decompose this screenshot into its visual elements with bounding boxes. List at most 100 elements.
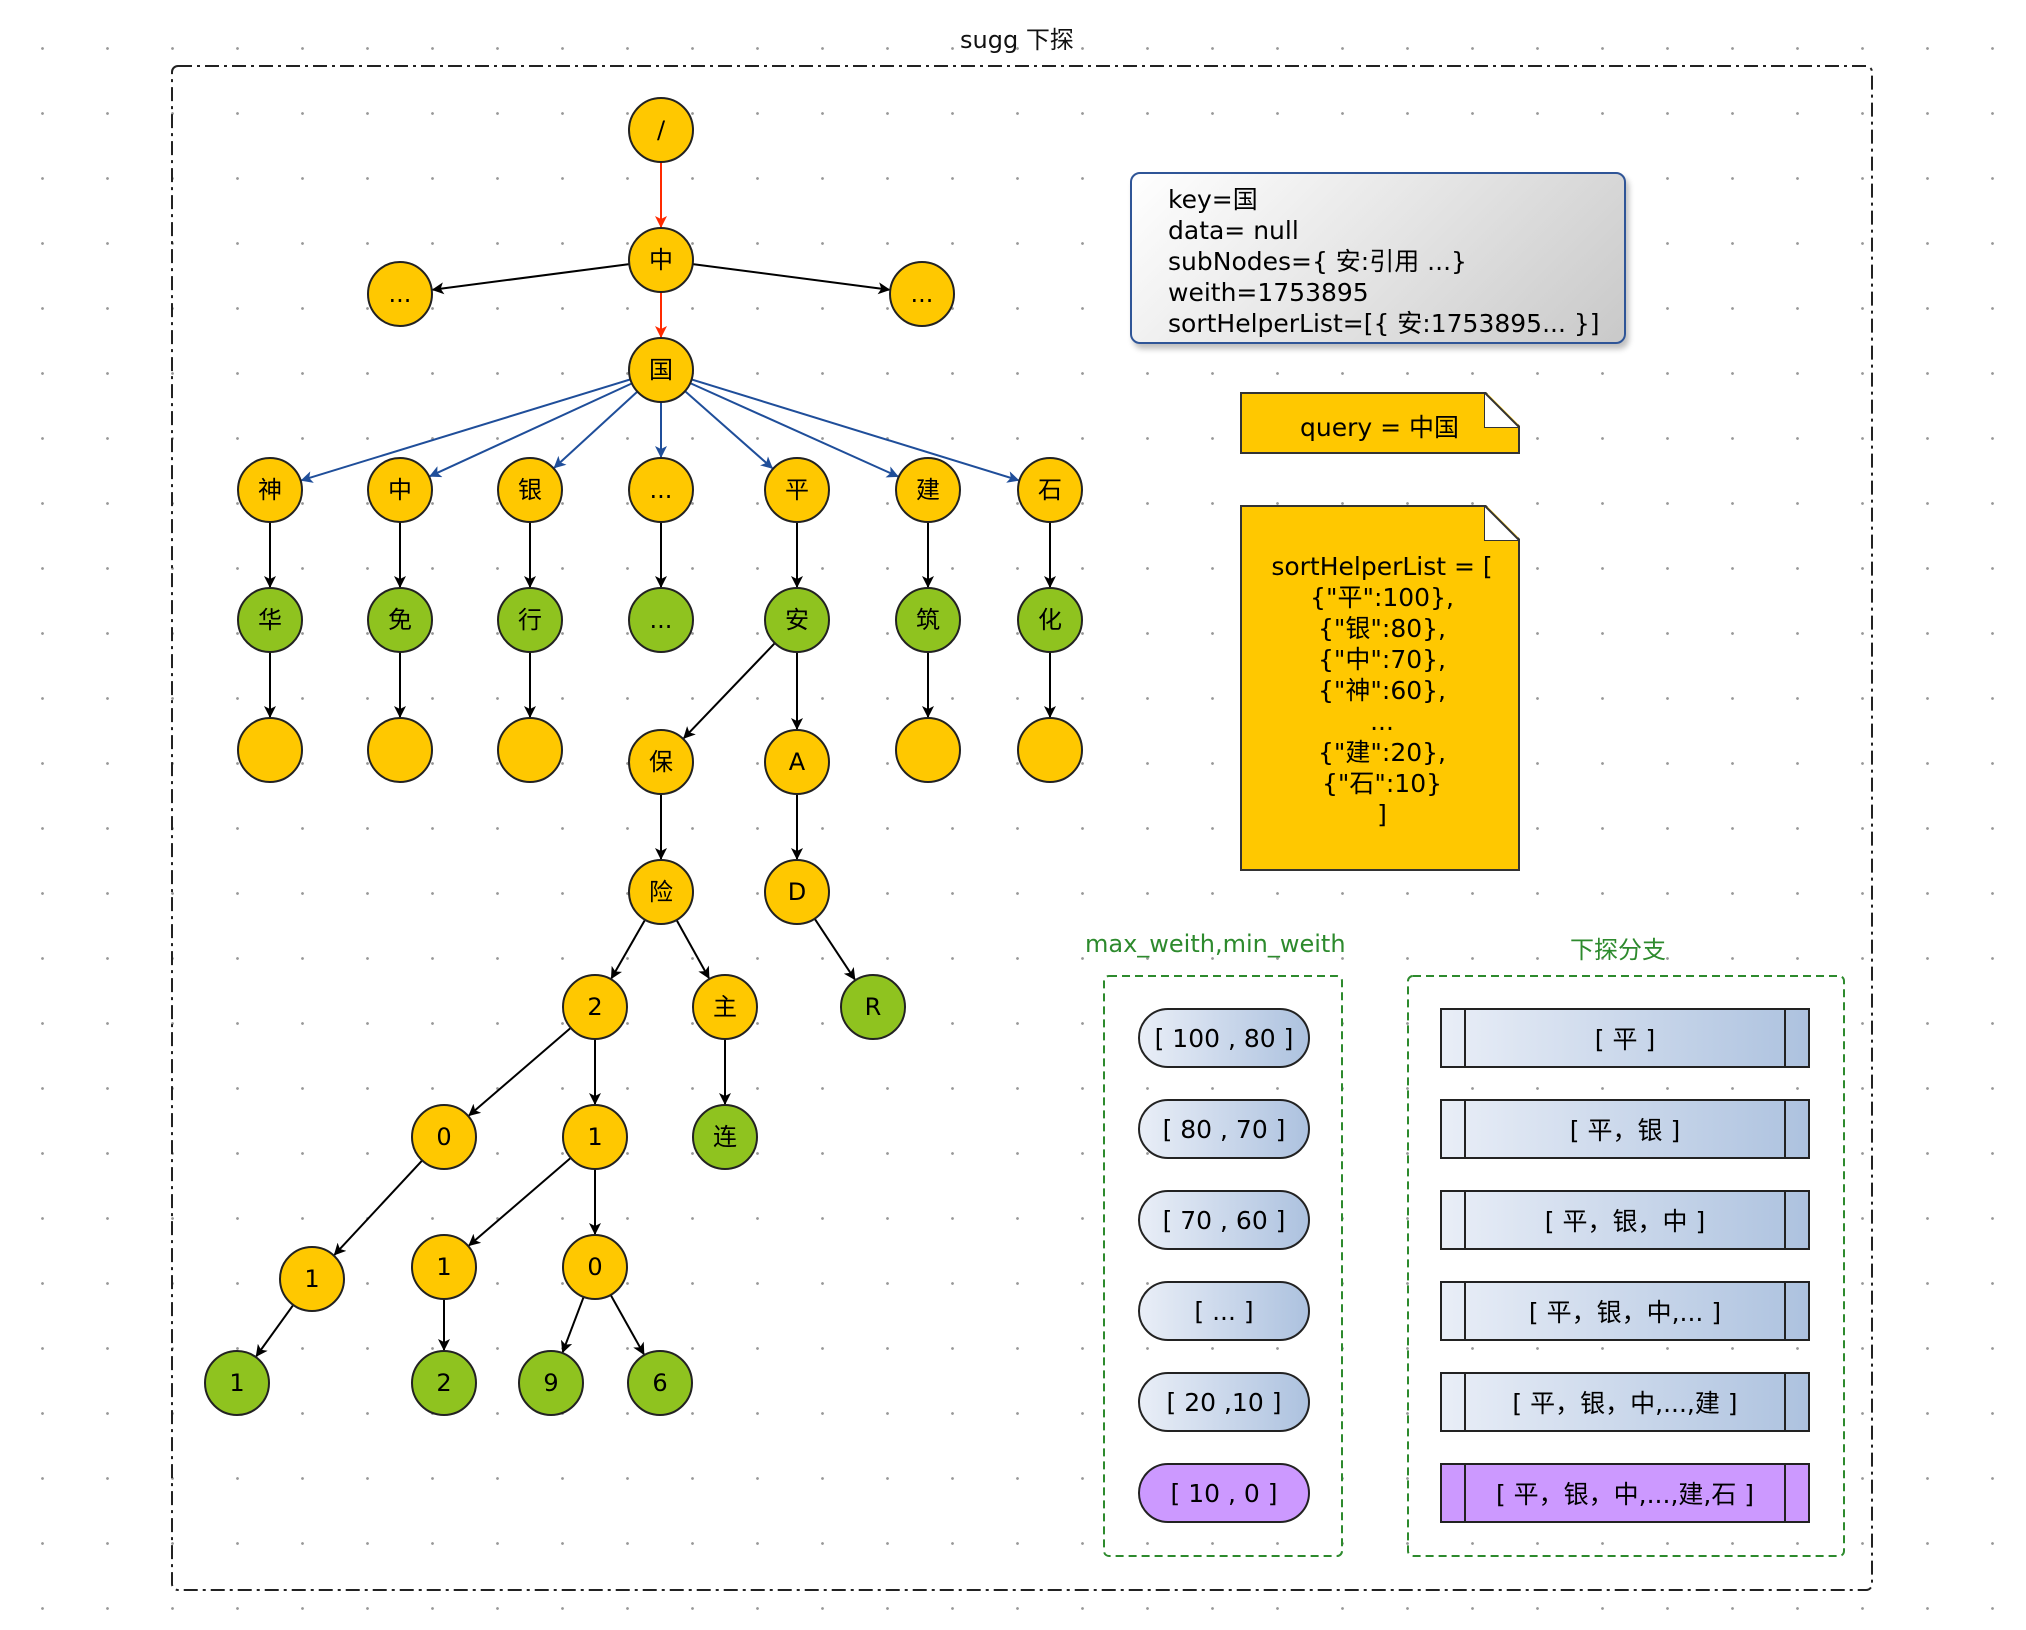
info-line: key=国 bbox=[1168, 185, 1258, 214]
max-min-group-title: max_weith,min_weith bbox=[1085, 930, 1346, 958]
tree-node-c6: 建 bbox=[895, 457, 961, 523]
tree-node-n2: 2 bbox=[562, 974, 628, 1040]
node-label: 中 bbox=[388, 476, 412, 504]
node-circle bbox=[1017, 717, 1083, 783]
tree-node-c2: 中 bbox=[367, 457, 433, 523]
tree-node-g4: ... bbox=[628, 587, 694, 653]
node-label: 保 bbox=[649, 748, 673, 776]
node-circle bbox=[279, 1246, 345, 1312]
sort-line: {"中":70}, bbox=[1318, 645, 1446, 674]
node-label: 中 bbox=[649, 246, 673, 274]
weight-range-pill: [ 80 , 70 ] bbox=[1138, 1099, 1310, 1159]
tree-node-e2 bbox=[367, 717, 433, 783]
weight-range-pill: [ 70 , 60 ] bbox=[1138, 1190, 1310, 1250]
node-circle bbox=[367, 261, 433, 327]
node-label: 9 bbox=[543, 1369, 558, 1397]
node-circle bbox=[204, 1350, 270, 1416]
node-circle bbox=[764, 859, 830, 925]
tree-node-c5: 平 bbox=[764, 457, 830, 523]
query-note: query = 中国 bbox=[1240, 392, 1520, 454]
tree-node-e6 bbox=[895, 717, 961, 783]
tree-node-n1a: 1 bbox=[562, 1104, 628, 1170]
node-label: R bbox=[865, 993, 882, 1021]
node-circle bbox=[1017, 587, 1083, 653]
tree-node-e3 bbox=[497, 717, 563, 783]
tree-node-c1: 神 bbox=[237, 457, 303, 523]
node-circle bbox=[628, 729, 694, 795]
branch-step-box-highlighted: [ 平，银，中,...,建,石 ] bbox=[1440, 1463, 1810, 1523]
sort-line: {"神":60}, bbox=[1318, 676, 1446, 705]
edge-guo-c5 bbox=[684, 390, 774, 469]
tree-node-lian: 连 bbox=[692, 1104, 758, 1170]
node-label: 化 bbox=[1038, 606, 1062, 634]
node-circle bbox=[562, 974, 628, 1040]
note-fold-icon bbox=[1484, 392, 1520, 428]
tree-node-c3: 银 bbox=[497, 457, 563, 523]
branch-step-label: [ 平，银，中,...,建 ] bbox=[1512, 1389, 1738, 1418]
weight-range-pill: [ ... ] bbox=[1138, 1281, 1310, 1341]
edge-guo-c3 bbox=[553, 390, 639, 469]
node-circle bbox=[497, 717, 563, 783]
tree-node-xian: 险 bbox=[628, 859, 694, 925]
node-circle bbox=[237, 587, 303, 653]
node-label: 华 bbox=[258, 606, 282, 634]
node-label: 安 bbox=[785, 606, 809, 634]
sort-line: sortHelperList = [ bbox=[1271, 552, 1493, 581]
node-circle bbox=[628, 587, 694, 653]
edge-xian-zhu bbox=[675, 919, 710, 980]
branch-step-label: [ 平，银，中 ] bbox=[1544, 1207, 1706, 1236]
node-circle bbox=[628, 457, 694, 523]
edge-n0b-l9 bbox=[560, 1296, 585, 1354]
tree-node-g5: 安 bbox=[764, 587, 830, 653]
node-label: 石 bbox=[1038, 476, 1062, 504]
node-label: 2 bbox=[436, 1369, 451, 1397]
node-circle bbox=[895, 587, 961, 653]
tree-node-n0a: 0 bbox=[411, 1104, 477, 1170]
tree-node-n0b: 0 bbox=[562, 1234, 628, 1300]
edge-guo-c6 bbox=[689, 382, 899, 478]
tree-node-zhong: 中 bbox=[628, 227, 694, 293]
node-circle bbox=[367, 717, 433, 783]
node-label: 平 bbox=[785, 476, 809, 504]
node-circle bbox=[562, 1104, 628, 1170]
node-circle bbox=[237, 457, 303, 523]
branch-step-box: [ 平 ] bbox=[1440, 1008, 1810, 1068]
sort-line: {"石":10} bbox=[1321, 769, 1443, 798]
node-label: 险 bbox=[649, 878, 673, 906]
node-label: D bbox=[788, 878, 806, 906]
tree-node-R: R bbox=[840, 974, 906, 1040]
edge-n0b-l6 bbox=[609, 1294, 645, 1356]
edge-D-R bbox=[813, 918, 856, 981]
info-line: sortHelperList=[{ 安:1753895... }] bbox=[1168, 309, 1600, 338]
node-circle bbox=[411, 1234, 477, 1300]
sort-line: ... bbox=[1370, 707, 1394, 736]
node-circle bbox=[627, 1350, 693, 1416]
node-label: 行 bbox=[518, 606, 542, 634]
node-label: 银 bbox=[518, 476, 542, 504]
node-circle bbox=[628, 859, 694, 925]
branch-step-label: [ 平，银，中,...,建,石 ] bbox=[1495, 1480, 1755, 1509]
sort-line: {"建":20}, bbox=[1318, 738, 1446, 767]
node-label: / bbox=[657, 116, 666, 144]
edge-n1a-n1c bbox=[468, 1157, 572, 1247]
weight-range-pill: [ 100 , 80 ] bbox=[1138, 1008, 1310, 1068]
node-circle bbox=[562, 1234, 628, 1300]
tree-node-g6: 筑 bbox=[895, 587, 961, 653]
node-label: 6 bbox=[652, 1369, 667, 1397]
tree-node-g2: 免 bbox=[367, 587, 433, 653]
node-label: 0 bbox=[587, 1253, 602, 1281]
node-circle bbox=[628, 227, 694, 293]
tree-node-n1c: 1 bbox=[411, 1234, 477, 1300]
branch-step-label: [ 平，银，中,... ] bbox=[1528, 1298, 1722, 1327]
edge-zhong-dotsR bbox=[692, 263, 891, 295]
edge-g5-bao bbox=[683, 642, 776, 739]
node-circle bbox=[764, 457, 830, 523]
node-circle bbox=[628, 97, 694, 163]
edge-n2-n0a bbox=[468, 1027, 572, 1117]
tree-node-guo: 国 bbox=[628, 337, 694, 403]
node-label: ... bbox=[911, 280, 934, 308]
node-circle bbox=[764, 587, 830, 653]
node-label: ... bbox=[389, 280, 412, 308]
info-line: weith=1753895 bbox=[1168, 278, 1369, 307]
